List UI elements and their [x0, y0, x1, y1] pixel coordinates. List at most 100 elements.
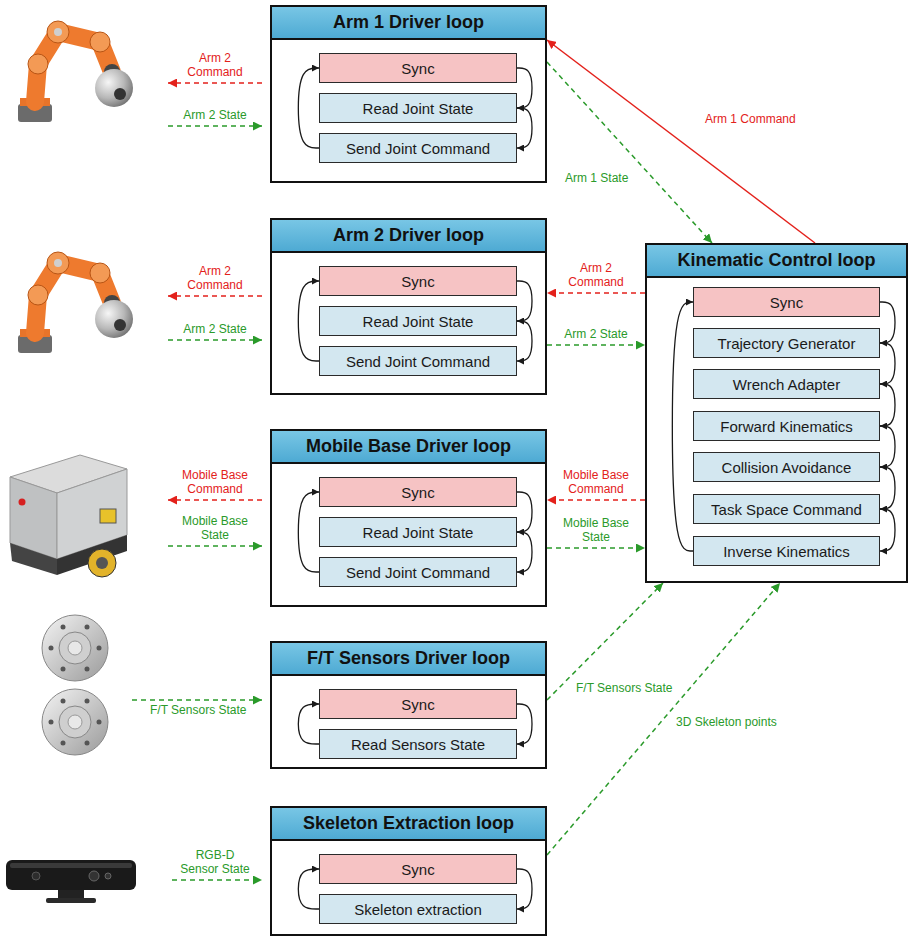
signal-arrow	[547, 583, 780, 855]
signal-label-box: Arm 2 State	[175, 109, 255, 123]
step-block: Trajectory Generator	[693, 328, 880, 358]
loop-arrow	[880, 384, 895, 426]
signal-label-box: RGB-D Sensor State	[177, 849, 253, 877]
robot-arm-part	[47, 21, 69, 43]
step-label: Read Joint State	[363, 313, 474, 330]
edge-label-box: Arm 2 Command	[556, 262, 636, 290]
signal-arrow	[547, 344, 645, 346]
device-arrows-part	[168, 499, 262, 501]
edge-label: Arm 1 State	[565, 172, 628, 186]
loop-arrow	[298, 869, 319, 909]
signal-arrow	[547, 499, 645, 501]
ft-sensor-part	[61, 741, 66, 746]
loop-arrow	[298, 281, 319, 361]
rgbd-camera-part	[89, 871, 99, 881]
step-block: Collision Avoidance	[693, 452, 880, 482]
loop-arrow	[517, 492, 532, 532]
signal-label: Mobile Base State	[175, 515, 255, 543]
loop-arrow	[298, 492, 319, 572]
header-band: Skeleton Extraction loop	[272, 808, 545, 841]
step-label: Send Joint Command	[346, 353, 490, 370]
signal-label: F/T Sensors State	[150, 704, 247, 718]
signal-arrow	[547, 62, 712, 243]
step-block: Send Joint Command	[319, 133, 517, 163]
loop-arrow	[298, 68, 319, 148]
ft-sensor-part	[61, 667, 66, 672]
step-label: Send Joint Command	[346, 140, 490, 157]
robot-arm-part	[95, 300, 133, 338]
ft-sensor-part	[61, 625, 66, 630]
step-block: Send Joint Command	[319, 557, 517, 587]
robot-arm	[18, 21, 133, 122]
rgbd-camera-part	[58, 890, 84, 898]
ft-sensor-part	[42, 615, 108, 681]
signal-label: Arm 2 Command	[175, 52, 255, 80]
step-label: Read Joint State	[363, 100, 474, 117]
rgbd-camera-part	[105, 873, 111, 879]
header-band: Arm 1 Driver loop	[272, 7, 545, 40]
step-block: Forward Kinematics	[693, 411, 880, 441]
loop-arrow	[517, 532, 532, 572]
step-label: Collision Avoidance	[722, 459, 852, 476]
signal-label-box: F/T Sensors State	[150, 704, 247, 718]
edge-label-box: Arm 1 State	[565, 172, 628, 186]
robot-arm-part	[114, 319, 126, 331]
rgbd-camera-part	[46, 898, 96, 903]
robot-arm-part	[47, 252, 69, 274]
device-arrows-part	[132, 699, 262, 701]
signal-arrow	[547, 40, 815, 243]
signal-label-box: Mobile Base Command	[175, 469, 255, 497]
device-arrows	[132, 83, 262, 880]
step-block: Read Joint State	[319, 517, 517, 547]
edge-label: Arm 1 Command	[705, 113, 796, 127]
ft-sensor-part	[42, 689, 108, 755]
signal-label-box: Arm 2 Command	[175, 52, 255, 80]
loop-box: F/T Sensors Driver loopSyncRead Sensors …	[270, 641, 547, 769]
loop-arrow	[517, 704, 532, 744]
edge-layer	[298, 40, 895, 909]
step-block: Read Joint State	[319, 93, 517, 123]
loop-title: Arm 2 Driver loop	[333, 225, 484, 246]
step-label: Sync	[401, 60, 434, 77]
mobile-base	[10, 455, 127, 577]
ft-sensor-part	[59, 632, 91, 664]
step-label: Sync	[401, 696, 434, 713]
header-band: F/T Sensors Driver loop	[272, 643, 545, 676]
signal-label: Arm 2 State	[175, 323, 255, 337]
robot-arm-part	[54, 259, 62, 267]
loop-box: Arm 1 Driver loopSyncRead Joint StateSen…	[270, 5, 547, 183]
step-label: Sync	[401, 484, 434, 501]
rgbd-camera-part	[32, 872, 40, 880]
ft-sensor-part	[85, 667, 90, 672]
loop-arrow	[517, 321, 532, 361]
edge-label-box: Arm 2 State	[556, 328, 636, 342]
device-arrows-part	[168, 295, 262, 297]
loop-box: Mobile Base Driver loopSyncRead Joint St…	[270, 429, 547, 607]
step-label: Sync	[770, 294, 803, 311]
loop-arrow	[880, 343, 895, 384]
step-block: Inverse Kinematics	[693, 536, 880, 566]
ft-sensor	[42, 689, 108, 755]
step-label: Read Sensors State	[351, 736, 485, 753]
ft-sensor-part	[85, 741, 90, 746]
loop-arrow	[517, 68, 532, 108]
sync-block: Sync	[319, 53, 517, 83]
edge-label: 3D Skeleton points	[676, 716, 777, 730]
signal-label-box: Arm 2 State	[175, 323, 255, 337]
signal-label: RGB-D Sensor State	[177, 849, 253, 877]
mobile-base-part	[96, 557, 108, 569]
edge-label: Arm 2 State	[556, 328, 636, 342]
header-band: Arm 2 Driver loop	[272, 220, 545, 253]
edge-label-box: Mobile Base State	[556, 517, 636, 545]
step-label: Sync	[401, 861, 434, 878]
device-arrows-part	[168, 339, 262, 341]
device-arrows-part	[172, 879, 262, 881]
signal-label: Arm 2 Command	[175, 265, 255, 293]
header-band: Kinematic Control loop	[647, 245, 906, 278]
robot-arm	[18, 252, 133, 353]
loop-title: F/T Sensors Driver loop	[307, 648, 510, 669]
step-label: Read Joint State	[363, 524, 474, 541]
rgbd-camera-part	[10, 863, 132, 868]
step-label: Sync	[401, 273, 434, 290]
